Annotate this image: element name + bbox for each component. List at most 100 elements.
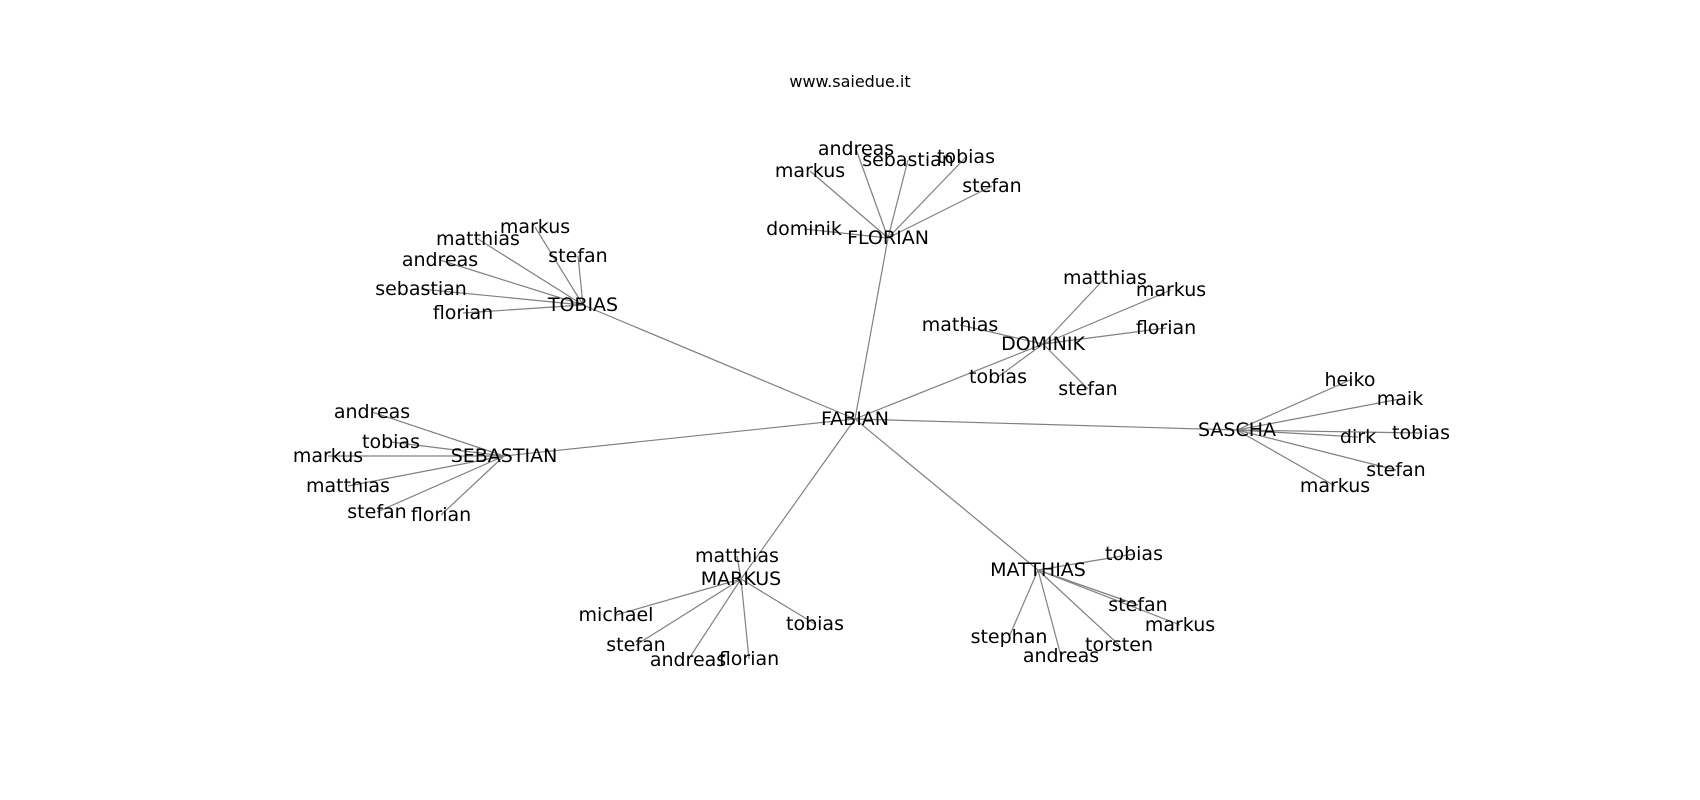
edge-sebastian-sb_florian — [440, 455, 505, 516]
edge-sascha-sa_stefan — [1236, 429, 1397, 471]
edge-markus-mk_florian — [740, 578, 750, 660]
edge-dominik-dm_tobias — [997, 343, 1044, 378]
node-label-florian: FLORIAN — [847, 227, 929, 249]
node-label-sa-maik: maik — [1377, 388, 1423, 410]
edge-tobias-tb_markus — [534, 226, 584, 306]
node-label-dm-matthias: matthias — [1063, 267, 1147, 289]
edge-florian-fl_stefan — [887, 185, 993, 239]
edge-markus-mk_michael — [615, 578, 742, 616]
edge-dominik-dm_matthias — [1042, 277, 1106, 345]
edge-matthias-mt_markus — [1037, 569, 1181, 626]
edge-dominik-dm_stefan — [1042, 343, 1089, 390]
node-label-tb-florian: florian — [433, 302, 493, 324]
node-label-mk-tobias: tobias — [786, 613, 844, 635]
edge-tobias-tb_sebastian — [420, 288, 584, 306]
node-label-dominik: DOMINIK — [1001, 333, 1085, 355]
node-label-mt-stephan: stephan — [971, 626, 1048, 648]
node-label-fl-sebastian: sebastian — [862, 149, 954, 171]
node-label-mt-tobias: tobias — [1105, 543, 1163, 565]
node-label-fl-dominik: dominik — [766, 218, 842, 240]
node-label-sa-heiko: heiko — [1325, 369, 1376, 391]
node-label-matthias: MATTHIAS — [990, 559, 1086, 581]
edge-sebastian-sb_stefan — [376, 455, 505, 513]
node-label-fl-markus: markus — [775, 160, 845, 182]
node-label-fl-tobias: tobias — [937, 146, 995, 168]
edge-sebastian-sb_tobias — [390, 441, 505, 457]
node-label-sb-stefan: stefan — [347, 501, 406, 523]
edge-fabian-markus — [740, 418, 856, 580]
edge-matthias-mt_andreas — [1037, 569, 1062, 657]
node-label-mt-torsten: torsten — [1085, 634, 1153, 656]
edge-sascha-sa_heiko — [1236, 379, 1351, 431]
edge-fabian-dominik — [854, 343, 1044, 420]
node-label-dm-florian: florian — [1136, 317, 1196, 339]
node-label-sb-florian: florian — [411, 504, 471, 526]
node-label-tb-matthias: matthias — [436, 228, 520, 250]
edge-fabian-matthias — [854, 418, 1039, 571]
edge-markus-mk_matthias — [736, 555, 742, 580]
node-label-tb-markus: markus — [500, 216, 570, 238]
edge-markus-mk_tobias — [740, 578, 816, 625]
edge-fabian-tobias — [582, 304, 856, 420]
edge-sebastian-sb_matthias — [347, 455, 505, 487]
edge-dominik-dm_mathias — [959, 324, 1044, 345]
node-label-mk-matthias: matthias — [695, 545, 779, 567]
edge-fabian-sebastian — [503, 418, 856, 457]
node-label-mk-stefan: stefan — [606, 634, 665, 656]
node-label-mt-stefan: stefan — [1108, 594, 1167, 616]
edge-tobias-tb_stefan — [577, 255, 584, 306]
node-label-dm-stefan: stefan — [1058, 378, 1117, 400]
node-label-sb-andreas: andreas — [334, 401, 410, 423]
edge-tobias-tb_florian — [462, 304, 584, 314]
edge-florian-fl_markus — [809, 170, 889, 239]
node-label-tb-andreas: andreas — [402, 249, 478, 271]
edge-sebastian-sb_andreas — [371, 411, 505, 457]
edge-markus-mk_stefan — [635, 578, 742, 646]
node-label-dm-mathias: mathias — [922, 314, 998, 336]
node-label-sb-tobias: tobias — [362, 431, 420, 453]
edge-layer — [328, 148, 1422, 661]
node-label-tb-stefan: stefan — [548, 245, 607, 267]
node-label-sa-stefan: stefan — [1366, 459, 1425, 481]
edge-matthias-mt_tobias — [1037, 553, 1135, 571]
node-label-sa-dirk: dirk — [1340, 426, 1376, 448]
edge-markus-mk_andreas — [687, 578, 742, 661]
edge-sascha-sa_maik — [1236, 398, 1401, 431]
node-label-tobias: TOBIAS — [547, 294, 618, 316]
node-label-fl-andreas: andreas — [818, 138, 894, 160]
node-label-sa-markus: markus — [1300, 475, 1370, 497]
edge-florian-fl_tobias — [887, 156, 967, 239]
edge-florian-fl_dominik — [803, 228, 889, 239]
node-label-sb-markus: markus — [293, 445, 363, 467]
edge-fabian-florian — [854, 237, 889, 420]
node-label-mk-andreas: andreas — [650, 649, 726, 671]
edge-tobias-tb_andreas — [439, 259, 584, 306]
node-label-dm-tobias: tobias — [969, 366, 1027, 388]
label-layer: FABIAN FLORIAN TOBIAS DOMINIK SASCHA SEBASTIA… — [293, 138, 1450, 671]
node-label-sascha: SASCHA — [1198, 419, 1276, 441]
edge-sascha-sa_dirk — [1236, 429, 1359, 438]
edge-florian-fl_andreas — [855, 148, 889, 239]
node-label-fabian: FABIAN — [821, 408, 889, 430]
node-label-mt-andreas: andreas — [1023, 645, 1099, 667]
node-label-mt-markus: markus — [1145, 614, 1215, 636]
edge-matthias-mt_torsten — [1037, 569, 1120, 646]
node-label-fl-stefan: stefan — [962, 175, 1021, 197]
edge-dominik-dm_markus — [1042, 289, 1172, 345]
edge-fabian-sascha — [854, 418, 1238, 431]
node-label-tb-sebastian: sebastian — [375, 278, 467, 300]
node-label-sebastian: SEBASTIAN — [451, 445, 558, 467]
node-label-sa-tobias: tobias — [1392, 422, 1450, 444]
node-label-markus: MARKUS — [701, 568, 782, 590]
node-label-mk-florian: florian — [719, 648, 779, 670]
edge-florian-fl_sebastian — [887, 159, 909, 239]
site-caption: www.saiedue.it — [789, 72, 911, 91]
edge-sascha-sa_markus — [1236, 429, 1336, 487]
edge-sascha-sa_tobias — [1236, 429, 1422, 434]
edge-tobias-tb_matthias — [477, 238, 584, 306]
node-label-mk-michael: michael — [579, 604, 654, 626]
node-label-sb-matthias: matthias — [306, 475, 390, 497]
node-label-dm-markus: markus — [1136, 279, 1206, 301]
edge-dominik-dm_florian — [1042, 327, 1167, 345]
